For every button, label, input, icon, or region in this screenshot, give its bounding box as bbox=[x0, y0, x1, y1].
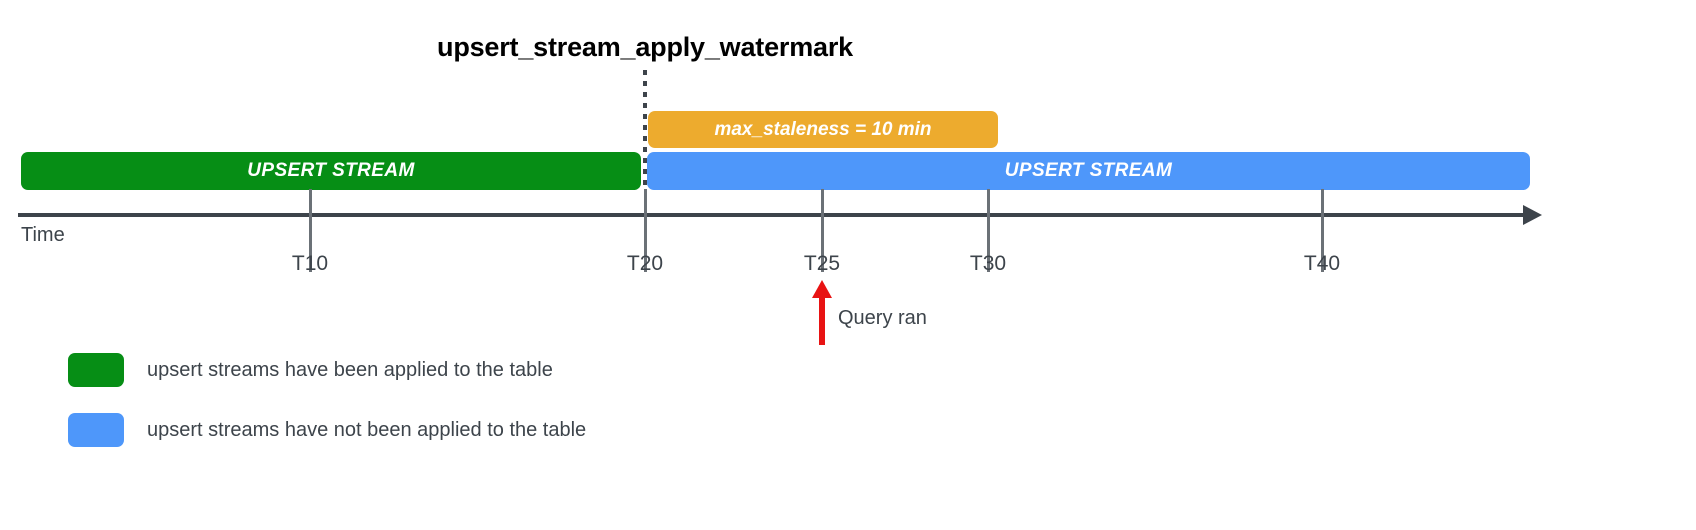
axis-tick-label-t25: T25 bbox=[803, 252, 841, 275]
query-marker-arrowhead-icon bbox=[812, 280, 832, 298]
page-title: upsert_stream_apply_watermark bbox=[437, 32, 853, 62]
time-axis-line bbox=[18, 213, 1531, 217]
axis-tick-t20 bbox=[644, 189, 647, 272]
axis-tick-label-t30: T30 bbox=[969, 252, 1007, 275]
watermark-dotted-line bbox=[643, 70, 647, 190]
axis-tick-label-t20: T20 bbox=[626, 252, 664, 275]
legend-swatch-not-applied bbox=[68, 413, 124, 447]
query-marker-arrow-icon bbox=[819, 295, 825, 345]
upsert-stream-pending-label: UPSERT STREAM bbox=[1004, 160, 1173, 181]
legend-item-applied: upsert streams have been applied to the … bbox=[68, 353, 553, 387]
axis-tick-t10 bbox=[309, 189, 312, 272]
upsert-stream-applied-bar: UPSERT STREAM bbox=[21, 152, 641, 190]
axis-tick-t25 bbox=[821, 189, 824, 272]
time-axis-label: Time bbox=[21, 224, 65, 246]
axis-tick-t40 bbox=[1321, 189, 1324, 272]
query-marker-label: Query ran bbox=[838, 307, 927, 329]
upsert-stream-pending-bar: UPSERT STREAM bbox=[647, 152, 1530, 190]
max-staleness-badge: max_staleness = 10 min bbox=[648, 111, 998, 148]
axis-tick-t30 bbox=[987, 189, 990, 272]
time-axis-arrow-icon bbox=[1523, 205, 1542, 225]
axis-tick-label-t10: T10 bbox=[291, 252, 329, 275]
max-staleness-label: max_staleness = 10 min bbox=[714, 118, 932, 140]
legend-swatch-applied bbox=[68, 353, 124, 387]
legend-item-not-applied: upsert streams have not been applied to … bbox=[68, 413, 586, 447]
legend-label-not-applied: upsert streams have not been applied to … bbox=[147, 418, 587, 441]
legend-label-applied: upsert streams have been applied to the … bbox=[147, 358, 553, 381]
axis-tick-label-t40: T40 bbox=[1303, 252, 1341, 275]
upsert-stream-applied-label: UPSERT STREAM bbox=[247, 160, 415, 181]
